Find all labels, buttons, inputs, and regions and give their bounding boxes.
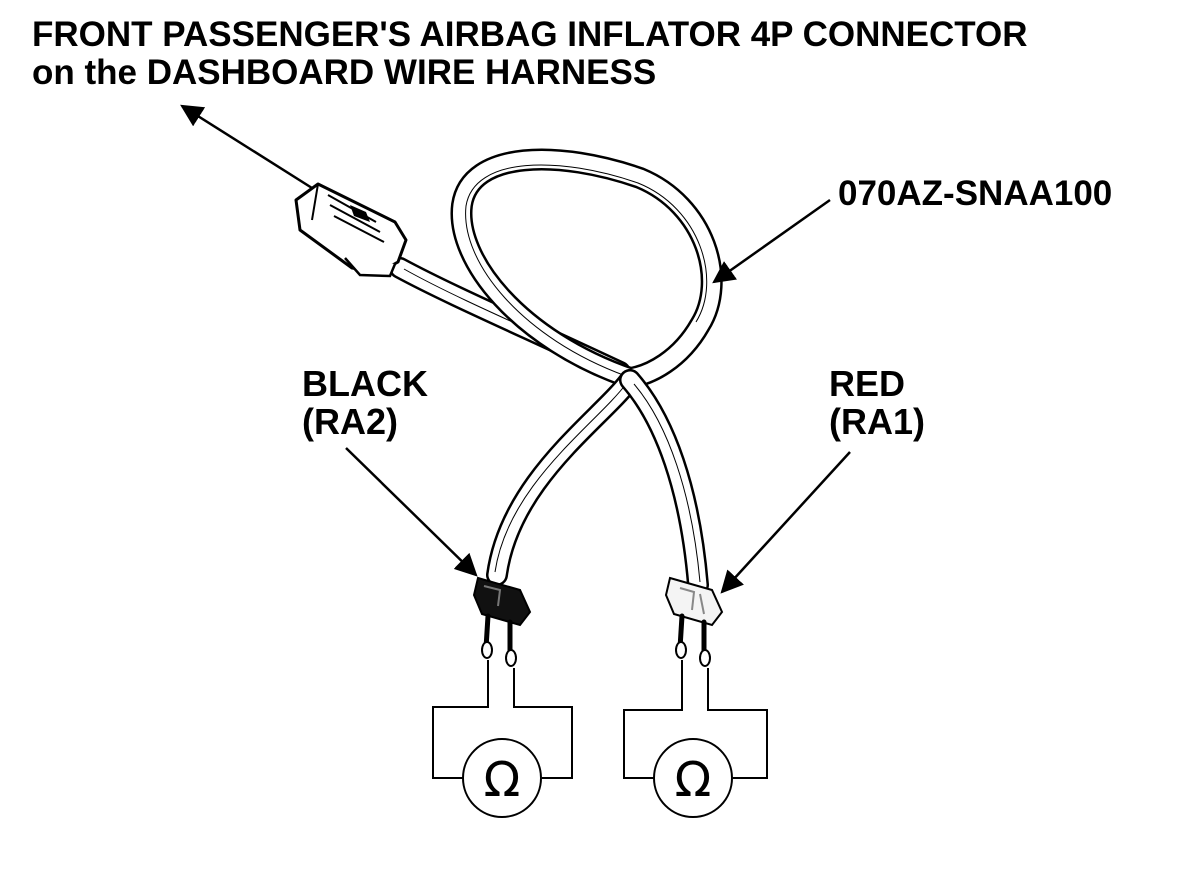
arrow-icon (180, 104, 313, 190)
arrow-icon (720, 451, 851, 594)
red-connector-label: RED (RA1) (829, 365, 925, 441)
red-color-label: RED (829, 363, 906, 404)
part-number-label: 070AZ-SNAA100 (838, 174, 1113, 213)
black-color-label: BLACK (302, 363, 428, 404)
black-connector-label: BLACK (RA2) (302, 365, 428, 441)
harness-cable-loop (450, 148, 723, 389)
ohmmeter-icon (653, 738, 733, 818)
ohmmeter-circuit-right (623, 660, 768, 818)
red-connector-icon (664, 576, 724, 667)
black-connector-icon (472, 576, 532, 667)
ohm-symbol-left: Ω (484, 752, 521, 808)
harness-connector-icon (294, 182, 408, 278)
title-line-1: FRONT PASSENGER'S AIRBAG INFLATOR 4P CON… (32, 16, 1028, 54)
harness-cable-red-branch (619, 369, 709, 596)
ohm-symbol-right: Ω (675, 752, 712, 808)
harness-cable-black-branch (486, 369, 641, 586)
black-terminal-label: (RA2) (302, 401, 398, 442)
ohmmeter-circuit-left (432, 660, 573, 818)
arrow-icon (712, 198, 831, 284)
red-terminal-label: (RA1) (829, 401, 925, 442)
connector-title: FRONT PASSENGER'S AIRBAG INFLATOR 4P CON… (32, 16, 1200, 92)
arrow-icon (345, 447, 478, 577)
ohmmeter-icon (462, 738, 542, 818)
title-line-2: on the DASHBOARD WIRE HARNESS (32, 53, 657, 92)
